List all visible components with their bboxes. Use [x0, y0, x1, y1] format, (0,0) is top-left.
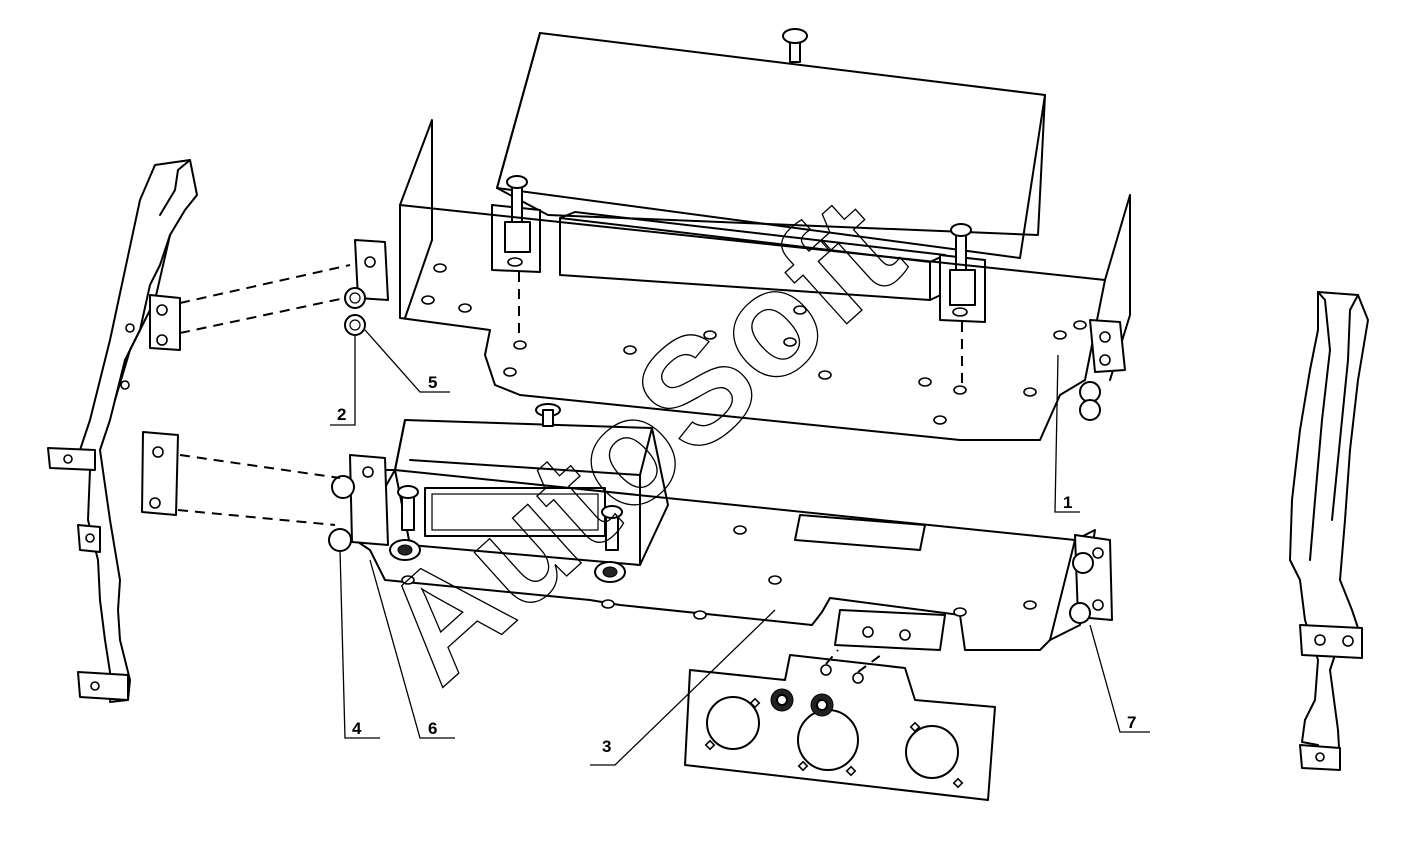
callout-2-label: 2	[337, 405, 346, 424]
callout-1-label: 1	[1063, 493, 1072, 512]
callout-5-label: 5	[428, 373, 437, 392]
callout-5: 5	[364, 329, 450, 393]
hex-nut-upper-right	[1079, 381, 1101, 421]
callout-2: 2	[330, 335, 356, 426]
right-side-rail	[1289, 291, 1369, 771]
upper-box-mounting-foot-right	[939, 223, 986, 323]
upper-module-box	[496, 28, 1046, 301]
callout-4: 4	[339, 549, 380, 739]
callout-3: 3	[590, 609, 776, 766]
lower-control-module	[394, 403, 669, 566]
upper-box-mounting-foot-left	[491, 175, 541, 273]
upper-bracket-plate	[354, 119, 1131, 441]
hex-nut-lower-right	[1069, 552, 1094, 624]
callout-1: 1	[1054, 354, 1080, 513]
callout-6: 6	[369, 559, 455, 739]
connector-plate	[684, 649, 996, 801]
callout-6-label: 6	[428, 719, 437, 738]
hex-nut-upper-left	[344, 287, 366, 336]
callout-3-label: 3	[602, 737, 611, 756]
left-side-rail	[47, 159, 198, 703]
hex-nut-lower-left	[328, 475, 355, 552]
callout-4-label: 4	[352, 719, 362, 738]
callout-7-label: 7	[1127, 713, 1136, 732]
callout-7: 7	[1089, 624, 1150, 733]
